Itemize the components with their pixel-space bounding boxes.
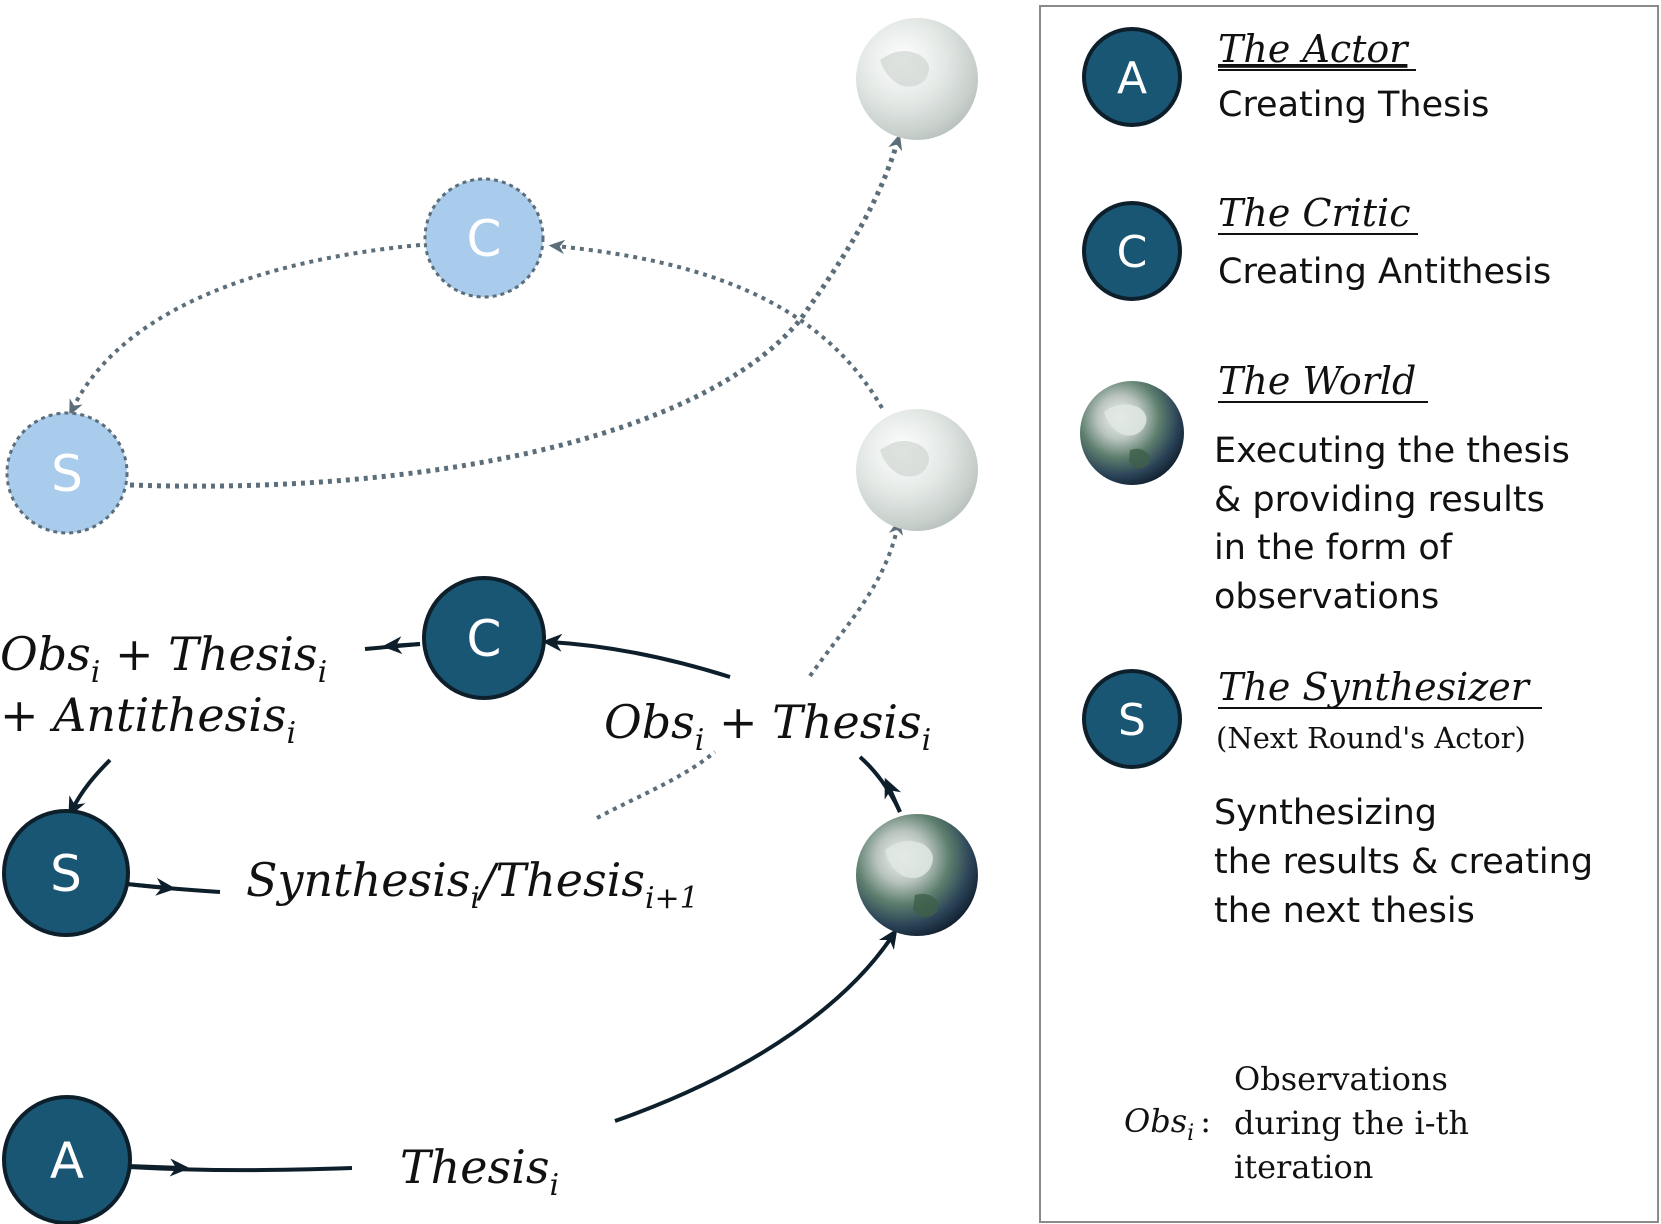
ghost-edge-obs-to-world [808, 518, 903, 678]
label-obs-thesis-mid: Obsi + Thesisi [604, 695, 931, 758]
legend-obs-definition: Obsi: Observations during the i-th itera… [1124, 1060, 1469, 1186]
label-obs-thesis-line1: Obsi + Thesisi [0, 627, 327, 690]
edge-label-to-synth [68, 758, 112, 818]
legend-obs-line1: Observations [1234, 1060, 1448, 1098]
legend-synth-line3: the next thesis [1214, 891, 1475, 931]
legend-actor: A The Actor Creating Thesis [1082, 27, 1489, 127]
legend-critic-title: The Critic [1218, 191, 1411, 235]
legend-synth: S The Synthesizer (Next Round's Actor) S… [1082, 665, 1593, 931]
legend-obs-line3: iteration [1234, 1148, 1373, 1186]
legend-synth-line1: Synthesizing [1214, 793, 1437, 833]
critic-node: C [422, 576, 546, 700]
ghost-critic-node: C [423, 177, 545, 299]
edge-thesis-to-world [614, 928, 898, 1123]
edge-world-to-obs [858, 755, 902, 813]
label-obs-thesis-line2: + Antithesisi [0, 688, 296, 751]
ghost-edge-synth-to-world [129, 133, 903, 489]
critic-letter: C [467, 610, 502, 668]
edge-synth-to-synthesis-arrow [126, 877, 176, 896]
ghost-edge-synthesis-tail [596, 750, 717, 820]
edge-critic-to-label-arrow [382, 636, 421, 655]
ghost-edge-critic-to-synth [69, 243, 421, 416]
ghost-world-top-icon [856, 18, 978, 140]
legend-synth-line2: the results & creating [1214, 842, 1593, 882]
synth-letter: S [50, 845, 82, 903]
legend: A The Actor Creating Thesis C The Critic… [1039, 5, 1659, 1223]
legend-critic: C The Critic Creating Antithesis [1082, 191, 1551, 301]
legend-world-title: The World [1218, 359, 1416, 403]
legend-actor-letter: A [1117, 53, 1147, 104]
legend-critic-letter: C [1117, 227, 1148, 278]
ghost-world-mid-icon [856, 409, 978, 531]
actor-node: A [2, 1095, 132, 1224]
actor-letter: A [50, 1132, 84, 1190]
legend-world-line2: & providing results [1214, 480, 1545, 520]
edge-obs-to-critic [542, 633, 731, 679]
edge-actor-arrow [127, 1158, 190, 1177]
ghost-cycle: C S [5, 18, 978, 820]
legend-critic-desc: Creating Antithesis [1218, 252, 1551, 292]
legend-world-line3: in the form of [1214, 528, 1453, 568]
world-icon [856, 814, 978, 936]
ghost-critic-letter: C [467, 210, 502, 268]
label-synthesis: Synthesisi/Thesisi+1 [246, 853, 699, 916]
ghost-synth-node: S [5, 411, 129, 535]
legend-synth-title: The Synthesizer [1218, 665, 1532, 709]
edge-world-to-obs-arrow [884, 777, 902, 813]
legend-obs-symbol: Obsi: [1124, 1102, 1211, 1146]
label-thesis: Thesisi [400, 1140, 559, 1203]
legend-actor-title: The Actor [1218, 27, 1410, 71]
legend-synth-letter: S [1118, 695, 1146, 746]
legend-actor-desc: Creating Thesis [1218, 85, 1489, 125]
legend-world-line4: observations [1214, 577, 1439, 617]
legend-obs-line2: during the i-th [1234, 1104, 1469, 1142]
legend-world-line1: Executing the thesis [1214, 431, 1570, 471]
ghost-edge-world-to-critic [548, 239, 884, 409]
legend-synth-subtitle: (Next Round's Actor) [1216, 721, 1526, 755]
current-cycle: C S A Obsi + Thesisi + Antithesisi Obsi … [0, 576, 978, 1224]
legend-world: The World Executing the thesis & providi… [1080, 359, 1570, 617]
ghost-synth-letter: S [51, 445, 83, 503]
synth-node: S [2, 809, 130, 937]
globe-icon [1080, 381, 1184, 485]
